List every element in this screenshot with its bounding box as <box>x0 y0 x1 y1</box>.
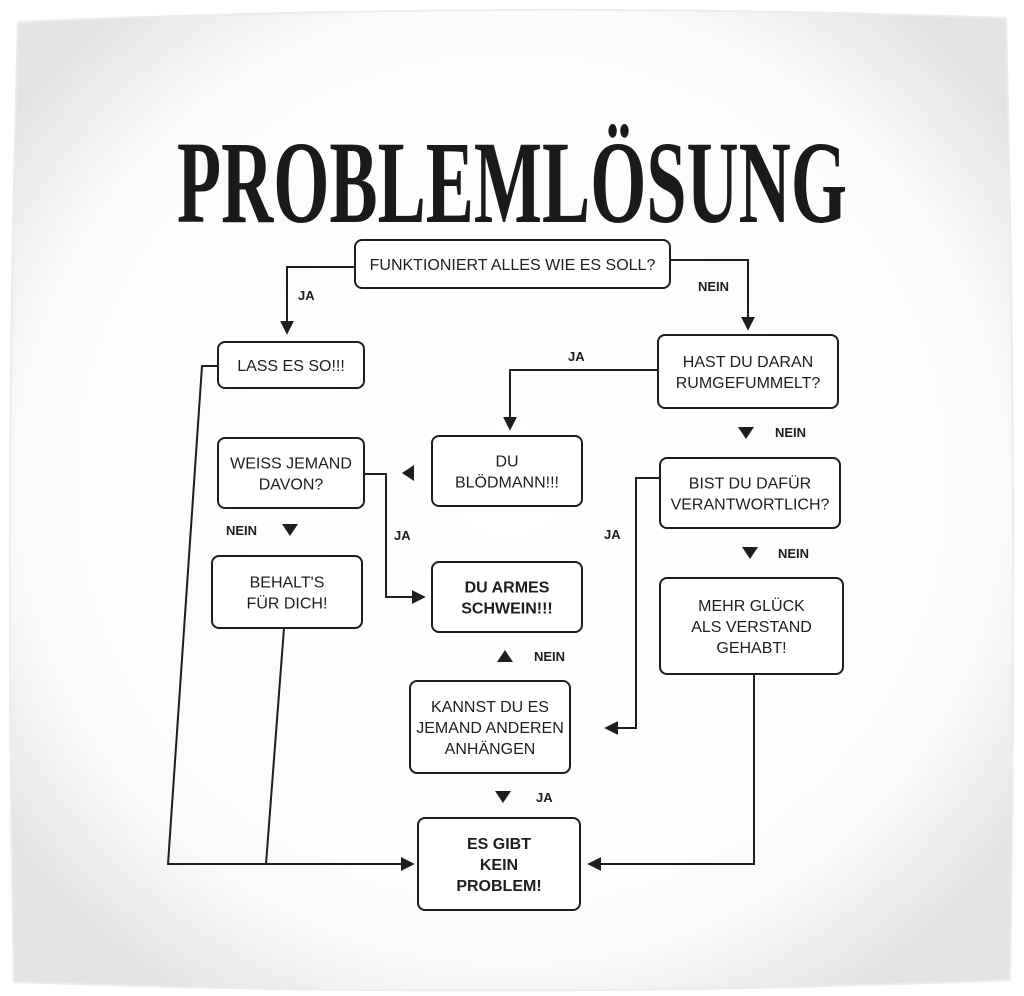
node-q-works: FUNKTIONIERT ALLES WIE ES SOLL? <box>354 239 671 289</box>
edge-works-yes <box>280 266 355 335</box>
node-box <box>431 435 583 507</box>
node-box <box>659 457 841 529</box>
node-leave: LASS ES SO!!! <box>217 341 365 389</box>
edge-label-blame-yes: JA <box>536 790 553 805</box>
node-box <box>659 577 844 675</box>
node-luck: MEHR GLÜCK ALS VERSTAND GEHABT! <box>659 577 844 675</box>
node-text-line: FÜR DICH! <box>247 594 328 612</box>
edge-keep-down <box>265 627 285 865</box>
node-box <box>211 555 363 629</box>
triangle-knows-no <box>282 524 298 536</box>
node-box <box>217 341 365 389</box>
edge-label-resp-yes: JA <box>604 527 621 542</box>
node-keep: BEHALT'S FÜR DICH! <box>211 555 363 629</box>
edge-label-works-no: NEIN <box>698 279 729 294</box>
node-q-resp: BIST DU DAFÜR VERANTWORTLICH? <box>659 457 841 529</box>
node-text-line: DU ARMES <box>465 579 550 596</box>
node-box <box>417 817 581 911</box>
node-text-line: PROBLEM! <box>456 878 541 895</box>
node-text-line: ES GIBT <box>467 836 531 853</box>
node-text-line: HAST DU DARAN <box>683 354 813 371</box>
node-text-line: VERANTWORTLICH? <box>671 496 830 513</box>
node-poor: DU ARMES SCHWEIN!!! <box>431 561 583 633</box>
edge-knows-yes <box>364 473 426 604</box>
edge-label-knows-yes: JA <box>394 528 411 543</box>
node-box <box>354 239 671 289</box>
node-text-line: DAVON? <box>259 476 324 493</box>
node-q-knows: WEISS JEMAND DAVON? <box>217 437 365 509</box>
edge-leave-down <box>166 365 415 871</box>
triangle-fiddled-no <box>738 427 754 439</box>
edge-label-fiddled-no: NEIN <box>775 425 806 440</box>
triangle-blame-no <box>497 650 513 662</box>
node-text-line: FUNKTIONIERT ALLES WIE ES SOLL? <box>370 257 656 274</box>
node-text-line: RUMGEFUMMELT? <box>676 375 821 392</box>
node-text-line: ALS VERSTAND <box>691 619 812 636</box>
node-q-blame: KANNST DU ES JEMAND ANDEREN ANHÄNGEN <box>409 680 571 774</box>
edge-label-works-yes: JA <box>298 288 315 303</box>
edge-label-knows-no: NEIN <box>226 523 257 538</box>
node-box <box>431 561 583 633</box>
edge-label-fiddled-yes: JA <box>568 349 585 364</box>
node-text-line: MEHR GLÜCK <box>698 597 805 615</box>
triangle-idiot-left <box>402 465 414 481</box>
edge-resp-yes <box>604 477 660 735</box>
node-box <box>217 437 365 509</box>
edge-works-no <box>670 259 755 331</box>
node-no-problem: ES GIBT KEIN PROBLEM! <box>417 817 581 911</box>
node-text-line: ANHÄNGEN <box>445 740 536 758</box>
node-text-line: SCHWEIN!!! <box>461 600 553 617</box>
node-text-line: LASS ES SO!!! <box>237 358 345 375</box>
node-text-line: BIST DU DAFÜR <box>689 474 811 492</box>
node-q-fiddled: HAST DU DARAN RUMGEFUMMELT? <box>657 334 839 409</box>
node-text-line: BLÖDMANN!!! <box>455 473 559 491</box>
edge-label-blame-no: NEIN <box>534 649 565 664</box>
node-text-line: WEISS JEMAND <box>230 455 352 472</box>
node-idiot: DU BLÖDMANN!!! <box>431 435 583 507</box>
node-text-line: JEMAND ANDEREN <box>416 720 564 737</box>
edge-luck-down <box>587 674 755 871</box>
node-box <box>409 680 571 774</box>
node-text-line: KEIN <box>480 857 518 874</box>
triangle-resp-no <box>742 547 758 559</box>
node-text-line: GEHABT! <box>716 640 786 657</box>
direction-triangles <box>282 427 758 803</box>
triangle-blame-yes <box>495 791 511 803</box>
connectors <box>166 259 755 871</box>
node-text-line: BEHALT'S <box>250 574 325 591</box>
node-text-line: DU <box>495 453 518 470</box>
edge-fiddled-yes <box>503 369 658 431</box>
edge-label-resp-no: NEIN <box>778 546 809 561</box>
page-title: PROBLEMLÖSUNG <box>177 117 847 248</box>
node-box <box>657 334 839 409</box>
node-text-line: KANNST DU ES <box>431 699 549 716</box>
